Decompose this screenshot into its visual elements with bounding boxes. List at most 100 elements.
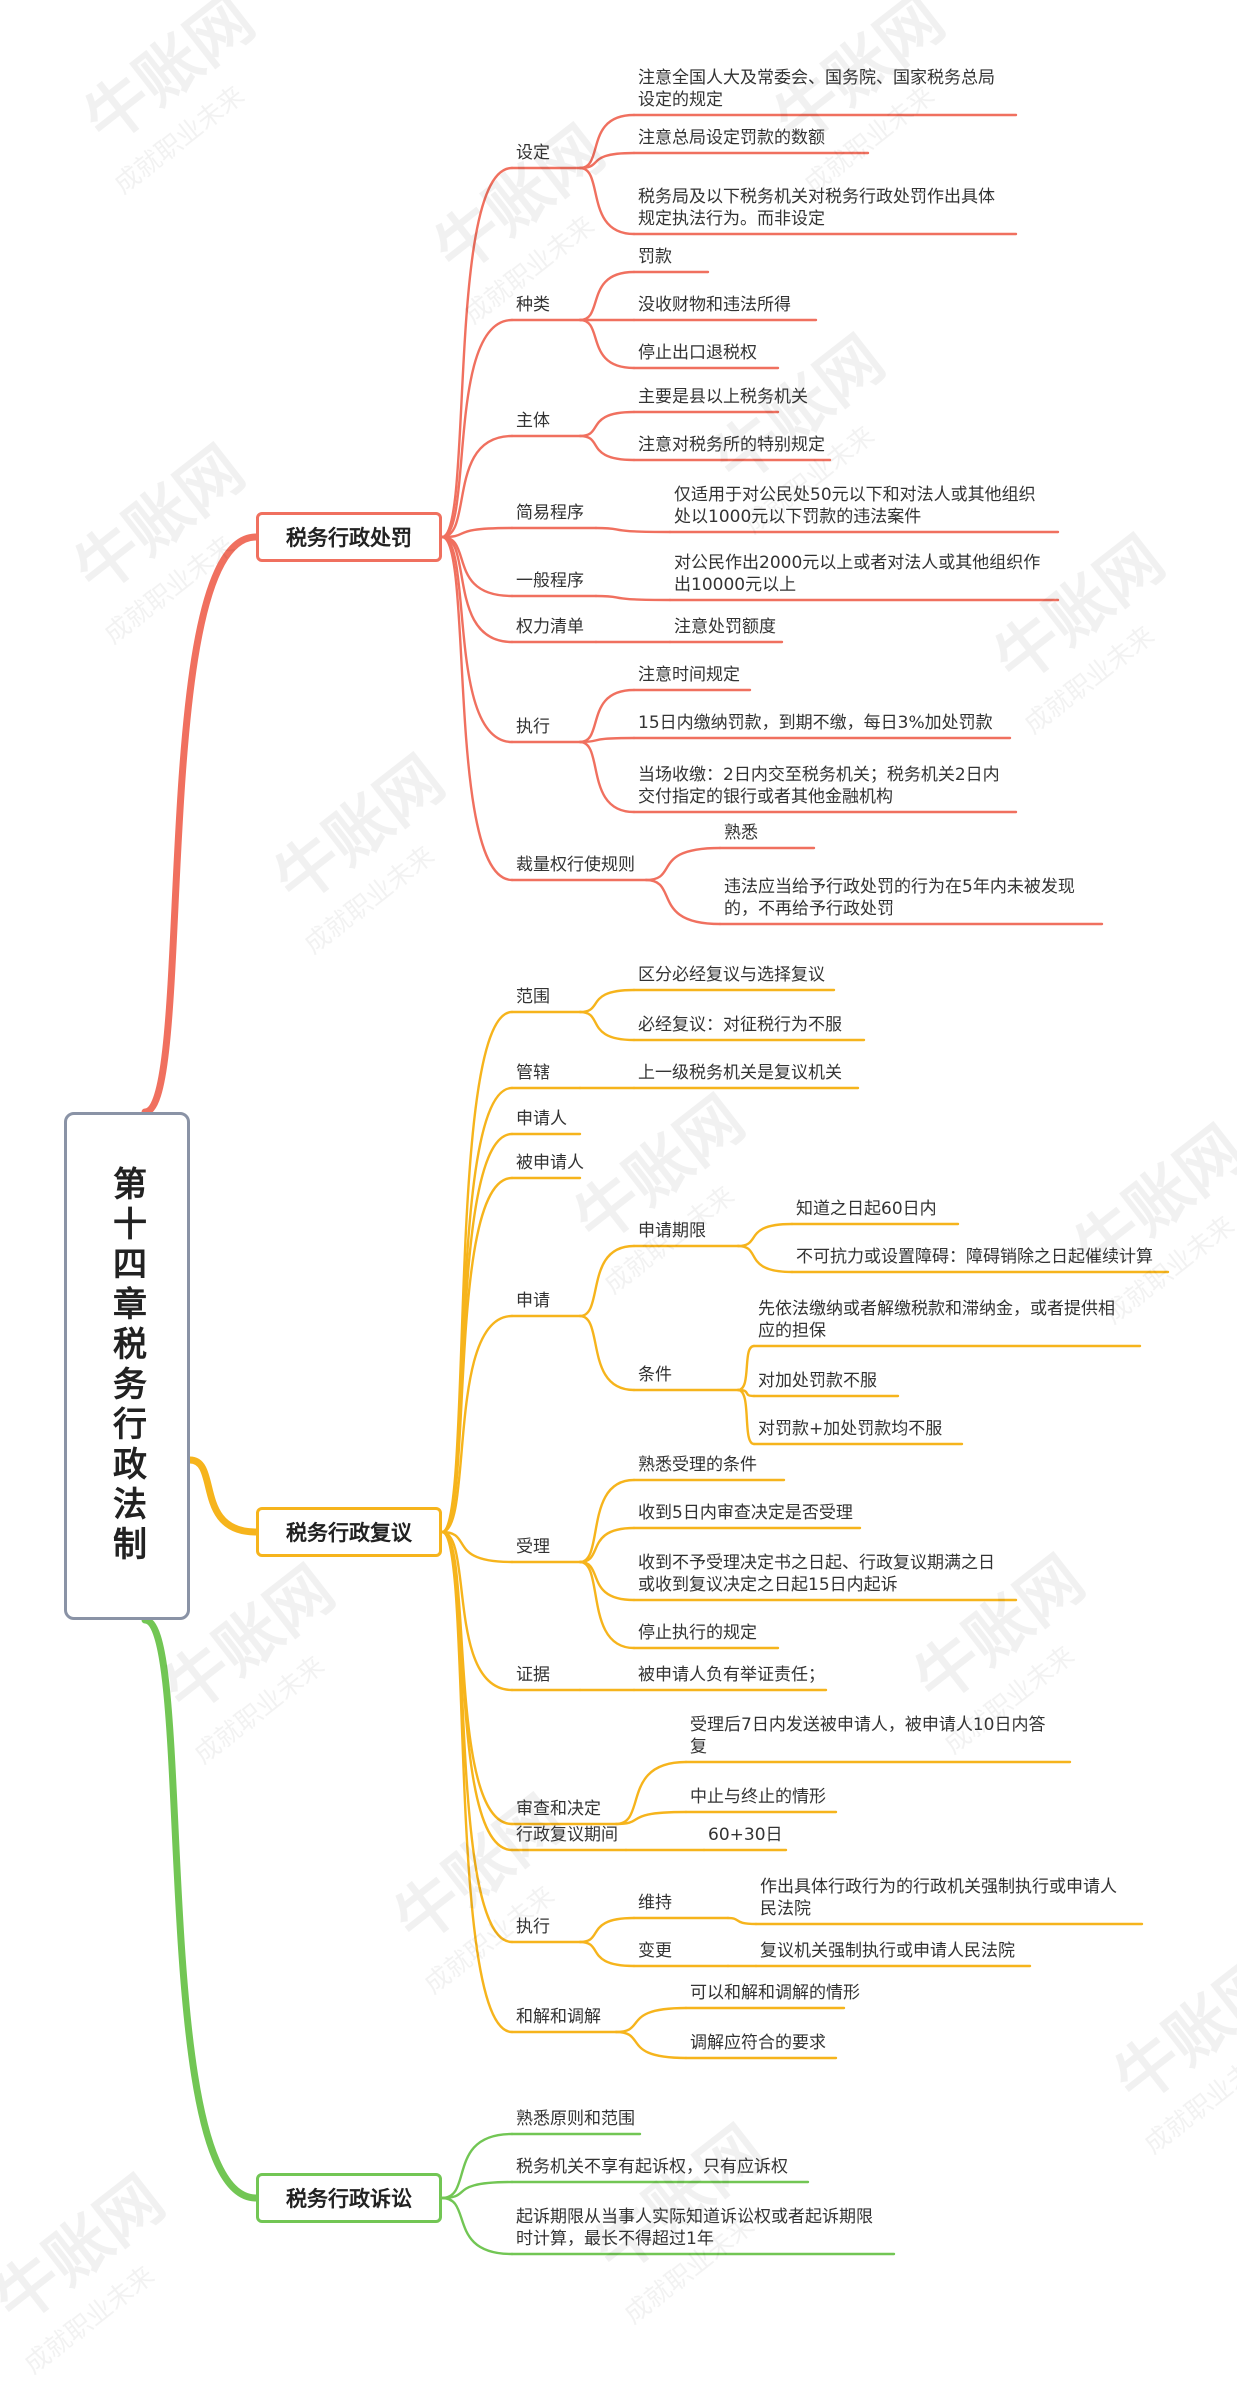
litigation-item-2[interactable]: 起诉期限从当事人实际知道诉讼权或者起诉期限 时计算，最长不得超过1年: [516, 2207, 873, 2249]
review-zhixing-biangeng[interactable]: 变更: [638, 1941, 672, 1961]
penalty-yiban[interactable]: 一般程序: [516, 571, 584, 591]
link-penalty-zhixing-item-0: [578, 688, 636, 744]
link-penalty-zhixing-item-2: [578, 740, 636, 814]
review-fanwei-item-0[interactable]: 区分必经复议与选择复议: [638, 965, 825, 985]
penalty-cailiang-item-0[interactable]: 熟悉: [724, 823, 758, 843]
link-root-review: [186, 1456, 260, 1536]
review-shouli-item-3[interactable]: 停止执行的规定: [638, 1623, 757, 1643]
link-review-hejie: [440, 1530, 514, 2034]
review-guanxia-item-0[interactable]: 上一级税务机关是复议机关: [638, 1063, 842, 1083]
link-review-beishenqingren: [440, 1176, 514, 1534]
penalty-zhuti-item-1[interactable]: 注意对税务所的特别规定: [638, 435, 825, 455]
review-zhengju[interactable]: 证据: [516, 1665, 550, 1685]
link-review-zhengju: [440, 1530, 514, 1692]
review-shencha-item-0[interactable]: 受理后7日内发送被申请人，被申请人10日内答 复: [690, 1715, 1046, 1757]
link-review-fanwei-item-1: [578, 1010, 636, 1042]
link-penalty-zhonglei-item-2: [578, 318, 636, 370]
penalty-sheding[interactable]: 设定: [516, 143, 550, 163]
review-shenqingren[interactable]: 申请人: [516, 1109, 567, 1129]
link-penalty-sheding-item-2: [578, 166, 636, 236]
link-penalty-zhixing-item-1: [578, 736, 636, 744]
link-review-shenqing-qixian-item-1: [736, 1244, 794, 1274]
penalty-zhixing-item-0[interactable]: 注意时间规定: [638, 665, 740, 685]
penalty-jianyi[interactable]: 简易程序: [516, 503, 584, 523]
penalty-zhonglei-item-2[interactable]: 停止出口退税权: [638, 343, 757, 363]
link-review-zhixing-weichi: [578, 1916, 636, 1944]
branch-node-litigation[interactable]: 税务行政诉讼: [256, 2173, 442, 2223]
review-shenqing-tiaojian-item-0[interactable]: 先依法缴纳或者解缴税款和滞纳金，或者提供相 应的担保: [758, 1299, 1115, 1341]
penalty-quanli-item-0[interactable]: 注意处罚额度: [674, 617, 776, 637]
link-review-fanwei-item-0: [578, 988, 636, 1014]
branch-node-review[interactable]: 税务行政复议: [256, 1507, 442, 1557]
penalty-sheding-item-2[interactable]: 税务局及以下税务机关对税务行政处罚作出具体 规定执法行为。而非设定: [638, 187, 995, 229]
penalty-zhixing-item-1[interactable]: 15日内缴纳罚款，到期不缴，每日3%加处罚款: [638, 713, 993, 733]
link-review-fanwei: [440, 1010, 514, 1534]
link-penalty-sheding-item-0: [578, 113, 636, 170]
link-review-shenqingren: [440, 1132, 514, 1534]
penalty-yiban-item-0[interactable]: 对公民作出2000元以上或者对法人或其他组织作 出10000元以上: [674, 553, 1041, 595]
review-zhixing[interactable]: 执行: [516, 1917, 550, 1937]
link-penalty-zhuti: [440, 434, 514, 539]
review-shencha-item-1[interactable]: 中止与终止的情形: [690, 1787, 826, 1807]
penalty-cailiang-item-1[interactable]: 违法应当给予行政处罚的行为在5年内未被发现 的，不再给予行政处罚: [724, 877, 1075, 919]
review-shouli-item-0[interactable]: 熟悉受理的条件: [638, 1455, 757, 1475]
review-shenqing-qixian-item-0[interactable]: 知道之日起60日内: [796, 1199, 937, 1219]
penalty-zhixing[interactable]: 执行: [516, 717, 550, 737]
link-review-shencha: [440, 1530, 514, 1826]
penalty-jianyi-item-0[interactable]: 仅适用于对公民处50元以下和对法人或其他组织 处以1000元以下罚款的违法案件: [674, 485, 1036, 527]
mind-map-canvas: [141, 113, 1170, 2256]
litigation-item-1[interactable]: 税务机关不享有起诉权，只有应诉权: [516, 2157, 788, 2177]
review-shencha[interactable]: 审查和决定: [516, 1799, 601, 1819]
review-zhixing-biangeng-item-0[interactable]: 复议机关强制执行或申请人民法院: [760, 1941, 1015, 1961]
review-fanwei[interactable]: 范围: [516, 987, 550, 1007]
branch-label-review: 税务行政复议: [286, 1521, 412, 1545]
penalty-zhuti[interactable]: 主体: [516, 411, 550, 431]
link-review-shenqing: [440, 1314, 514, 1534]
review-hejie-item-1[interactable]: 调解应符合的要求: [690, 2033, 826, 2053]
penalty-sheding-item-1[interactable]: 注意总局设定罚款的数额: [638, 128, 825, 148]
review-qijian[interactable]: 行政复议期间: [516, 1825, 618, 1845]
review-shouli-item-1[interactable]: 收到5日内审查决定是否受理: [638, 1503, 853, 1523]
review-shenqing[interactable]: 申请: [516, 1291, 550, 1311]
review-shenqing-tiaojian-item-2[interactable]: 对罚款+加处罚款均不服: [758, 1419, 943, 1439]
link-penalty-jianyi-item-0: [594, 526, 672, 534]
review-shenqing-tiaojian[interactable]: 条件: [638, 1365, 672, 1385]
review-zhixing-weichi[interactable]: 维持: [638, 1893, 672, 1913]
penalty-sheding-item-0[interactable]: 注意全国人大及常委会、国务院、国家税务总局 设定的规定: [638, 68, 995, 110]
review-fanwei-item-1[interactable]: 必经复议：对征税行为不服: [638, 1015, 842, 1035]
branch-node-penalty[interactable]: 税务行政处罚: [256, 512, 442, 562]
review-hejie[interactable]: 和解和调解: [516, 2007, 601, 2027]
review-guanxia[interactable]: 管辖: [516, 1063, 550, 1083]
review-shouli-item-2[interactable]: 收到不予受理决定书之日起、行政复议期满之日 或收到复议决定之日起15日内起诉: [638, 1553, 995, 1595]
link-litigation-item-1: [440, 2180, 514, 2200]
review-beishenqingren[interactable]: 被申请人: [516, 1153, 584, 1173]
review-shenqing-qixian-item-1[interactable]: 不可抗力或设置障碍：障碍销除之日起催续计算: [796, 1247, 1153, 1267]
link-litigation-item-0: [440, 2132, 514, 2200]
penalty-cailiang[interactable]: 裁量权行使规则: [516, 855, 635, 875]
link-penalty-sheding-item-1: [578, 151, 636, 170]
review-zhixing-weichi-item-0[interactable]: 作出具体行政行为的行政机关强制执行或申请人 民法院: [760, 1877, 1117, 1919]
litigation-item-0[interactable]: 熟悉原则和范围: [516, 2109, 635, 2129]
penalty-quanli[interactable]: 权力清单: [516, 617, 584, 637]
review-shenqing-qixian[interactable]: 申请期限: [638, 1221, 706, 1241]
review-hejie-item-0[interactable]: 可以和解和调解的情形: [690, 1983, 860, 2003]
review-shouli[interactable]: 受理: [516, 1537, 550, 1557]
link-penalty-zhuti-item-1: [578, 434, 636, 462]
link-review-shenqing-qixian: [578, 1244, 636, 1318]
penalty-zhonglei-item-1[interactable]: 没收财物和违法所得: [638, 295, 791, 315]
penalty-zhuti-item-0[interactable]: 主要是县以上税务机关: [638, 387, 808, 407]
link-review-shouli-item-0: [578, 1478, 636, 1564]
link-review-guanxia: [440, 1086, 514, 1534]
link-review-shenqing-tiaojian-item-0: [736, 1344, 756, 1392]
review-zhengju-item-0[interactable]: 被申请人负有举证责任；: [638, 1665, 825, 1685]
link-review-zhixing: [440, 1530, 514, 1944]
penalty-zhixing-item-2[interactable]: 当场收缴：2日内交至税务机关；税务机关2日内 交付指定的银行或者其他金融机构: [638, 765, 1000, 807]
review-qijian-item-0[interactable]: 60+30日: [708, 1825, 783, 1845]
penalty-zhonglei-item-0[interactable]: 罚款: [638, 247, 672, 267]
link-penalty-jianyi: [440, 526, 514, 539]
link-penalty-zhonglei-item-0: [578, 270, 636, 322]
review-shenqing-tiaojian-item-1[interactable]: 对加处罚款不服: [758, 1371, 877, 1391]
penalty-zhonglei[interactable]: 种类: [516, 295, 550, 315]
root-node[interactable]: 第十四章税务行政法制: [64, 1112, 190, 1620]
link-review-zhixing-weichi-item-0: [726, 1916, 758, 1926]
